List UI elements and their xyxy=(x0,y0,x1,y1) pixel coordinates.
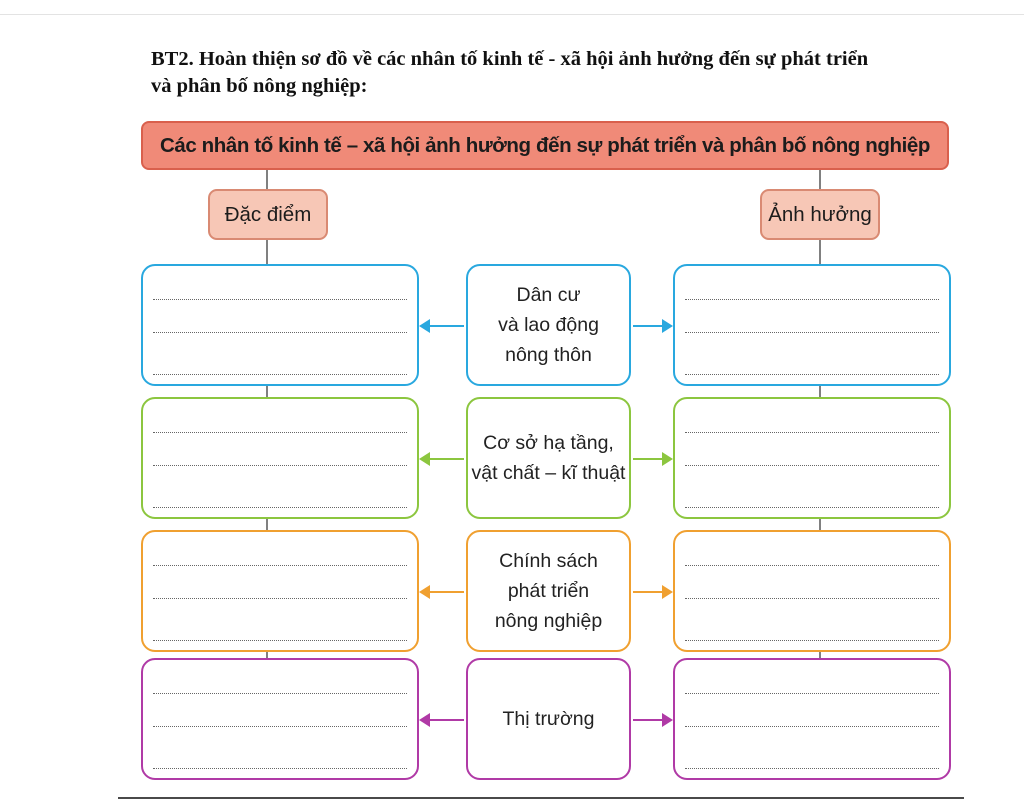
dotted-line xyxy=(685,726,939,727)
top-divider xyxy=(0,14,1024,15)
dotted-line xyxy=(685,693,939,694)
exercise-heading-line-2: và phân bố nông nghiệp: xyxy=(151,75,368,97)
answer-box-characteristics-1[interactable] xyxy=(141,264,419,386)
arrow-head-left xyxy=(419,452,430,466)
dotted-line xyxy=(685,640,939,641)
dotted-line xyxy=(153,768,407,769)
arrow-head-right xyxy=(662,319,673,333)
exercise-heading-line-1: BT2. Hoàn thiện sơ đồ về các nhân tố kin… xyxy=(151,48,869,70)
answer-box-characteristics-3[interactable] xyxy=(141,530,419,652)
answer-box-impact-1[interactable] xyxy=(673,264,951,386)
dotted-line xyxy=(685,565,939,566)
dotted-line xyxy=(685,598,939,599)
connector-right-row-4 xyxy=(819,652,821,658)
connector-right-row-2 xyxy=(819,386,821,397)
factor-box-4: Thị trường xyxy=(466,658,631,780)
dotted-line xyxy=(153,332,407,333)
column-label-characteristics: Đặc điểm xyxy=(208,189,328,240)
connector-right-label xyxy=(819,240,821,264)
arrow-head-right xyxy=(662,713,673,727)
arrow-right-1 xyxy=(633,319,673,333)
arrow-right-3 xyxy=(633,585,673,599)
dotted-line xyxy=(153,432,407,433)
connector-right-row-3 xyxy=(819,519,821,530)
factor-label-line: và lao động xyxy=(498,314,599,336)
arrow-left-3 xyxy=(419,585,464,599)
connector-left-row-3 xyxy=(266,519,268,530)
connector-left-top xyxy=(266,170,268,189)
dotted-line xyxy=(153,465,407,466)
dotted-line xyxy=(153,640,407,641)
dotted-line xyxy=(685,332,939,333)
dotted-line xyxy=(153,507,407,508)
factor-label-line: vật chất – kĩ thuật xyxy=(471,462,626,484)
factor-label-line: nông thôn xyxy=(505,344,592,366)
factor-label-2: Cơ sở hạ tầng, vật chất – kĩ thuật xyxy=(472,428,626,488)
dotted-line xyxy=(153,598,407,599)
dotted-line xyxy=(153,565,407,566)
arrow-left-4 xyxy=(419,713,464,727)
factor-label-line: nông nghiệp xyxy=(494,610,603,632)
arrow-right-4 xyxy=(633,713,673,727)
factor-label-4: Thị trường xyxy=(503,704,595,734)
factor-label-1: Dân cư và lao động nông thôn xyxy=(498,280,599,370)
arrow-head-right xyxy=(662,585,673,599)
factor-box-3: Chính sách phát triển nông nghiệp xyxy=(466,530,631,652)
connector-left-label xyxy=(266,240,268,264)
dotted-line xyxy=(153,374,407,375)
answer-box-impact-3[interactable] xyxy=(673,530,951,652)
dotted-line xyxy=(685,432,939,433)
dotted-line xyxy=(153,693,407,694)
factor-label-line: Dân cư xyxy=(516,284,581,306)
connector-right-top xyxy=(819,170,821,189)
factor-label-line: Cơ sở hạ tầng, xyxy=(483,432,614,454)
factor-label-3: Chính sách phát triển nông nghiệp xyxy=(495,546,602,636)
bottom-divider xyxy=(118,797,964,799)
factor-label-line: phát triển xyxy=(507,580,590,602)
factor-box-2: Cơ sở hạ tầng, vật chất – kĩ thuật xyxy=(466,397,631,519)
dotted-line xyxy=(685,768,939,769)
dotted-line xyxy=(685,299,939,300)
dotted-line xyxy=(685,374,939,375)
diagram-banner: Các nhân tố kinh tế – xã hội ảnh hưởng đ… xyxy=(141,121,949,170)
dotted-line xyxy=(153,299,407,300)
exercise-heading: BT2. Hoàn thiện sơ đồ về các nhân tố kin… xyxy=(151,46,971,100)
answer-box-characteristics-4[interactable] xyxy=(141,658,419,780)
column-label-impact: Ảnh hưởng xyxy=(760,189,880,240)
connector-left-row-2 xyxy=(266,386,268,397)
arrow-left-1 xyxy=(419,319,464,333)
arrow-head-left xyxy=(419,319,430,333)
answer-box-impact-2[interactable] xyxy=(673,397,951,519)
arrow-head-right xyxy=(662,452,673,466)
factor-box-1: Dân cư và lao động nông thôn xyxy=(466,264,631,386)
answer-box-impact-4[interactable] xyxy=(673,658,951,780)
answer-box-characteristics-2[interactable] xyxy=(141,397,419,519)
arrow-head-left xyxy=(419,585,430,599)
factor-label-line: Thị trường xyxy=(502,708,595,730)
dotted-line xyxy=(153,726,407,727)
connector-left-row-4 xyxy=(266,652,268,658)
dotted-line xyxy=(685,507,939,508)
dotted-line xyxy=(685,465,939,466)
arrow-right-2 xyxy=(633,452,673,466)
factor-label-line: Chính sách xyxy=(499,550,598,572)
arrow-head-left xyxy=(419,713,430,727)
arrow-left-2 xyxy=(419,452,464,466)
